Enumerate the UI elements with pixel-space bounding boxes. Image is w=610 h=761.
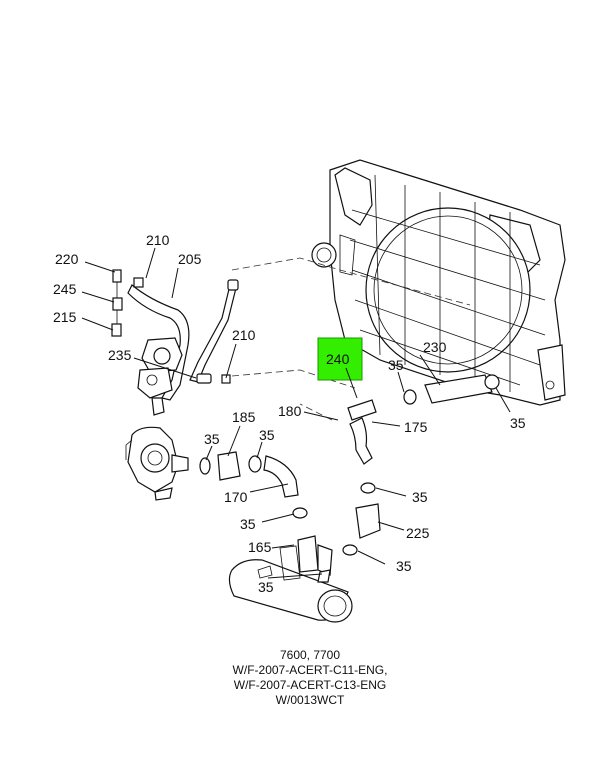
callout-35-far-right: 35 — [510, 415, 526, 431]
callout-35-right-mid: 35 — [412, 489, 428, 505]
callout-215: 215 — [53, 309, 77, 325]
callout-180: 180 — [278, 403, 302, 419]
callout-210-top: 210 — [146, 232, 170, 248]
leader-lines — [81, 247, 511, 579]
callout-35-right-upper: 35 — [388, 357, 404, 373]
callout-210-mid: 210 — [232, 327, 256, 343]
caption-line-4: W/0013WCT — [275, 693, 345, 707]
caption-line-2: W/F-2007-ACERT-C11-ENG, — [232, 663, 388, 677]
caption-line-3: W/F-2007-ACERT-C13-ENG — [233, 678, 387, 692]
highlight-box-240 — [317, 337, 363, 381]
callout-225: 225 — [406, 525, 430, 541]
caption-line-1: 7600, 7700 — [279, 648, 341, 662]
callout-185: 185 — [232, 409, 256, 425]
callout-labels: 210 220 205 245 215 210 235 240 230 35 3… — [53, 232, 526, 595]
callout-35-right-low: 35 — [396, 558, 412, 574]
callout-205: 205 — [178, 251, 202, 267]
callout-175: 175 — [404, 419, 428, 435]
callout-230: 230 — [423, 339, 447, 355]
callout-170: 170 — [224, 489, 248, 505]
radiator-assembly — [311, 159, 566, 406]
lower-tank — [228, 535, 353, 623]
callout-240: 240 — [326, 351, 350, 367]
callout-235: 235 — [108, 347, 132, 363]
callout-35-left-c: 35 — [240, 516, 256, 532]
callout-165: 165 — [248, 539, 272, 555]
compressor-housing — [125, 426, 189, 501]
middle-hoses — [199, 451, 308, 519]
left-hose-group — [111, 269, 239, 401]
callout-220: 220 — [55, 251, 79, 267]
callout-35-left-b: 35 — [259, 427, 275, 443]
callout-35-bottom: 35 — [258, 579, 274, 595]
diagram-caption: 7600, 7700 W/F-2007-ACERT-C11-ENG, W/F-2… — [205, 648, 415, 708]
callout-245: 245 — [53, 281, 77, 297]
callout-35-left-a: 35 — [204, 431, 220, 447]
right-hoses — [342, 374, 500, 556]
